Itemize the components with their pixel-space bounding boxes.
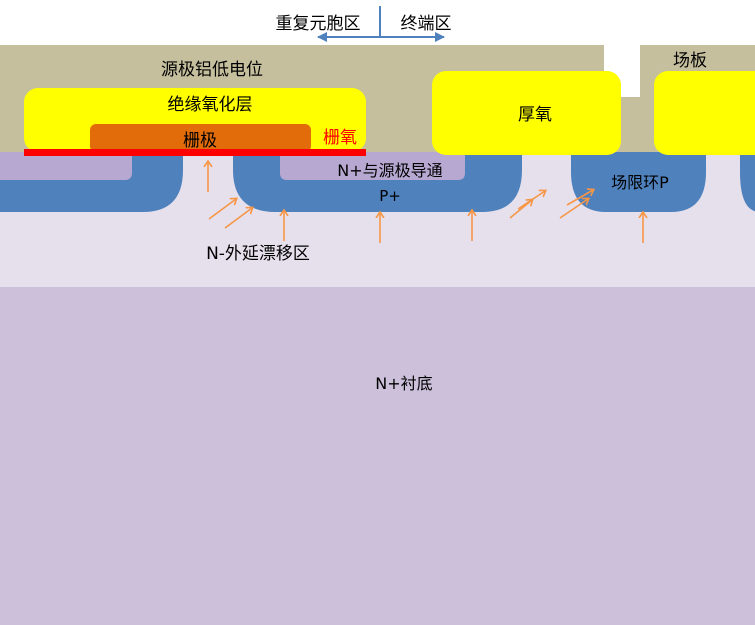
field-limiting-ring — [571, 152, 706, 212]
field-limiting-ring-right — [740, 152, 755, 212]
thick-oxide-right — [654, 71, 755, 155]
field-arrow — [224, 208, 252, 229]
n-plus-source-left — [0, 152, 132, 180]
n-plus-substrate — [0, 287, 755, 625]
field-arrow — [566, 190, 593, 206]
termination-region-label: 终端区 — [401, 14, 452, 34]
field-ring-label: 场限环P — [611, 173, 669, 192]
gate-oxide-label: 栅氧 — [323, 128, 357, 148]
n-plus-source-label: N+与源极导通 — [337, 161, 442, 180]
electric-field-arrows — [208, 162, 643, 243]
epi-layer-label: N-外延漂移区 — [206, 244, 310, 264]
repeat-cell-region-label: 重复元胞区 — [276, 14, 361, 34]
gate-label: 栅极 — [183, 131, 217, 151]
field-arrow — [517, 191, 545, 210]
field-arrow — [559, 199, 588, 219]
substrate-label: N+衬底 — [375, 374, 432, 393]
gate-oxide — [24, 149, 366, 156]
insulating-oxide-label: 绝缘氧化层 — [168, 95, 253, 115]
p-plus-label: P+ — [379, 187, 401, 205]
thick-oxide-label: 厚氧 — [518, 105, 552, 125]
n-plus-source-center — [280, 152, 465, 180]
field-arrow — [208, 199, 236, 220]
gate-electrode — [90, 124, 311, 152]
thick-oxide — [432, 71, 621, 155]
field-plate-label: 场板 — [673, 51, 707, 71]
source-metal-label: 源极铝低电位 — [161, 60, 263, 80]
